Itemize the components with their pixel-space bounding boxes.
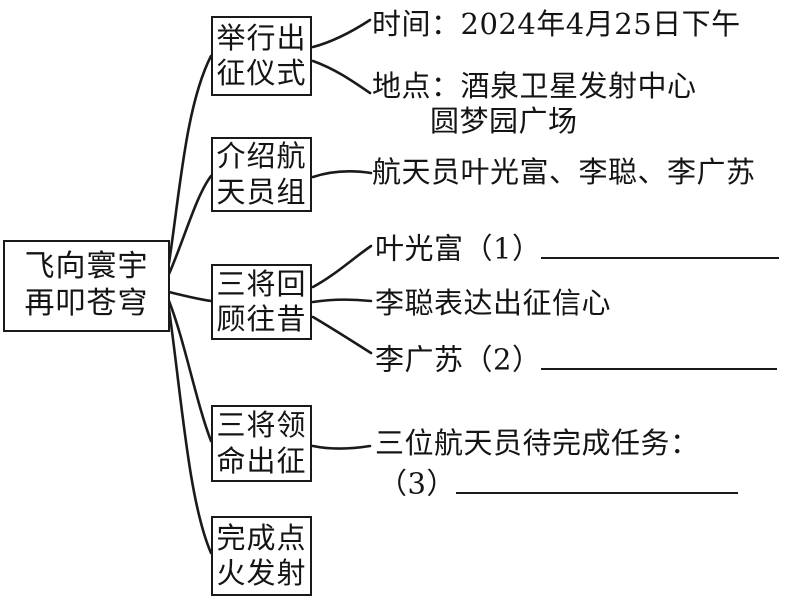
branch-label-line2: 顾往昔 (216, 302, 307, 336)
blank-line-3 (455, 465, 738, 494)
connector-root-to-box5 (167, 307, 213, 555)
blank-line-2 (541, 341, 778, 370)
blank-line-1 (541, 230, 780, 259)
connector-box3-to-licong (311, 298, 373, 304)
connector-box3-to-liguangsu (311, 315, 373, 355)
branch-box-ignition-launch: 完成点 火发射 (211, 516, 312, 596)
branch-box-accept-mission: 三将领 命出征 (211, 405, 312, 482)
branch-label-line1: 举行出 (216, 20, 307, 55)
branch-label-line2: 征仪式 (216, 56, 307, 90)
branch-label-line1: 完成点 (216, 520, 307, 555)
detail-location-line1: 地点：酒泉卫星发射中心 (372, 69, 697, 103)
detail-time: 时间：2024年4月25日下午 (372, 7, 741, 41)
branch-label-line1: 介绍航 (216, 139, 307, 174)
detail-task-line1: 三位航天员待完成任务： (375, 426, 700, 460)
root-node: 飞向寰宇 再叩苍穹 (3, 240, 170, 332)
detail-ye-guangfu: 叶光富（1） (375, 230, 780, 266)
root-label-line2: 再叩苍穹 (24, 286, 149, 321)
root-label-line1: 飞向寰宇 (24, 249, 149, 285)
branch-box-departure-ceremony: 举行出 征仪式 (211, 16, 312, 96)
detail-location-line2: 圆梦园广场 (430, 104, 578, 138)
connector-box3-to-ye (311, 244, 373, 289)
detail-li-guangsu-label: 李广苏（2） (375, 342, 542, 377)
detail-ye-guangfu-label: 叶光富（1） (375, 231, 542, 266)
connector-box2-to-crew (311, 170, 373, 179)
connector-root-to-box2 (167, 174, 213, 276)
branch-label-line1: 三将领 (216, 408, 307, 443)
connector-box1-to-place (311, 59, 372, 95)
branch-box-review-past: 三将回 顾往昔 (211, 264, 312, 340)
detail-crew: 航天员叶光富、李聪、李广苏 (372, 155, 756, 189)
branch-label-line1: 三将回 (216, 266, 307, 301)
detail-task-line2: （3） (378, 465, 738, 501)
connector-box4-to-task (311, 444, 372, 450)
detail-li-guangsu: 李广苏（2） (375, 341, 778, 377)
connector-root-to-box3 (167, 290, 213, 303)
detail-li-cong: 李聪表达出征信心 (375, 286, 612, 320)
branch-label-line2: 火发射 (216, 556, 307, 590)
branch-box-introduce-crew: 介绍航 天员组 (211, 137, 312, 212)
connector-root-to-box4 (167, 299, 213, 443)
branch-label-line2: 天员组 (216, 174, 307, 209)
detail-task-line2-label: （3） (378, 466, 456, 501)
connector-box1-to-time (311, 18, 372, 49)
branch-label-line2: 命出征 (216, 443, 307, 478)
connector-root-to-box1 (167, 54, 213, 265)
